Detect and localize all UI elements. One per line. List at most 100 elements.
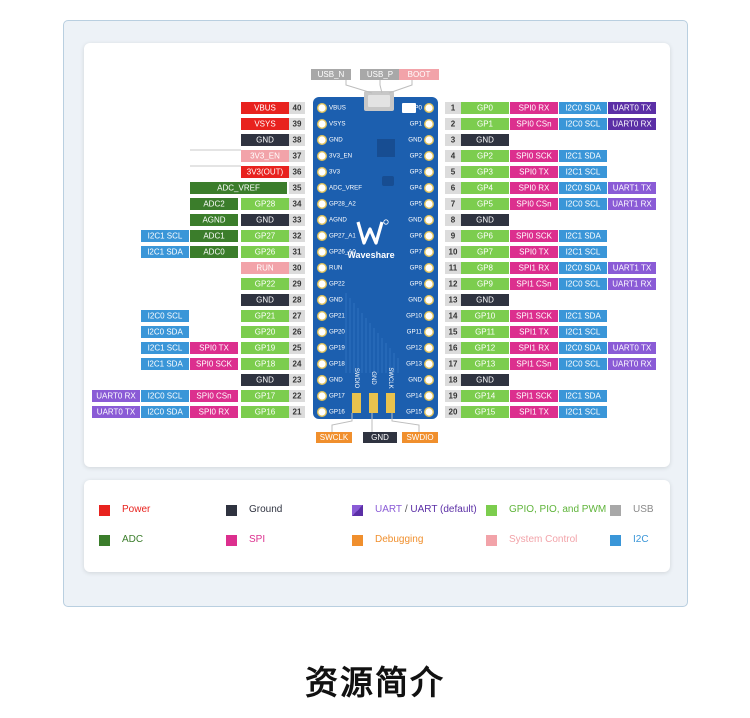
label-text-gp9-pin-12: GP9 [477, 280, 494, 289]
top-label-usb-p [360, 69, 400, 80]
label-i2c0-sda-pin-11 [559, 262, 607, 274]
legend-debugging-swatch [352, 534, 363, 546]
silk-gp18-24: GP18 [329, 361, 345, 368]
label-gp19-pin-25 [241, 342, 289, 354]
right-pin-pad-9 [424, 230, 435, 241]
label-run-pin-30 [241, 262, 289, 274]
label-text-i2c1-sda-pin-9: I2C1 SDA [565, 232, 601, 241]
pin-number-28: 28 [293, 296, 302, 305]
label-text-spi0-tx-pin-10: SPI0 TX [519, 248, 549, 257]
legend-ground: Ground [226, 504, 282, 517]
pin-number-2: 2 [451, 120, 456, 129]
label-spi0-csn-pin-2 [510, 118, 558, 130]
pin-number-22: 22 [293, 392, 302, 401]
left-pin-pad-23 [316, 375, 327, 386]
pin-number-box-31 [289, 246, 305, 258]
left-pin-pad-37 [316, 150, 327, 161]
label-i2c1-scl-pin-20 [559, 406, 607, 418]
debug-trace-3 [391, 413, 420, 432]
legend-card: Power Ground UART / UART (default) GPIO,… [84, 480, 670, 572]
pin-number-24: 24 [293, 360, 302, 369]
label-text-i2c0-scl-pin-7: I2C0 SCL [566, 200, 601, 209]
silk-gnd-13: GND [408, 297, 422, 304]
silk-gp28-a2-34: GP28_A2 [329, 201, 356, 208]
label-text-i2c1-scl-pin-5: I2C1 SCL [566, 168, 601, 177]
label-text-i2c1-scl-pin-20: I2C1 SCL [566, 408, 601, 417]
label-text-spi0-rx-pin-6: SPI0 RX [519, 184, 550, 193]
label-adc-vref-pin-35 [190, 182, 287, 194]
label-text-i2c0-sda-pin-16: I2C0 SDA [565, 344, 601, 353]
label-text-uart0-tx-pin-21: UART0 TX [97, 408, 136, 417]
silk-gp15-20: GP15 [406, 409, 422, 416]
label-text-i2c1-scl-pin-15: I2C1 SCL [566, 328, 601, 337]
pin-number-1: 1 [451, 104, 456, 113]
right-pin-pad-1 [424, 103, 435, 114]
legend-usb-label: USB [633, 504, 654, 515]
label-text-gp11-pin-15: GP11 [475, 328, 495, 337]
label-gp15-pin-20 [461, 406, 509, 418]
pin-number-box-12 [445, 278, 461, 290]
right-pin-pad-5 [424, 166, 435, 177]
label-gnd-pin-23 [241, 374, 289, 386]
label-uart0-tx-pin-21 [92, 406, 140, 418]
label-i2c1-scl-pin-25 [141, 342, 189, 354]
top-label-usb-n [311, 69, 351, 80]
silk-adc-vref-35: ADC_VREF [329, 185, 362, 192]
right-pin-pad-13 [424, 294, 435, 305]
legend-gpio-label: GPIO, PIO, and PWM [509, 504, 607, 515]
pin-number-box-15 [445, 326, 461, 338]
label-text-spi1-tx-pin-15: SPI1 TX [519, 328, 549, 337]
pin-number-19: 19 [449, 392, 458, 401]
pin-number-box-9 [445, 230, 461, 242]
label-text-uart0-rx-pin-22: UART0 RX [96, 392, 136, 401]
label-uart0-rx-pin-22 [92, 390, 140, 402]
silk-gp4-6: GP4 [410, 185, 423, 192]
label-uart0-rx-pin-2 [608, 118, 656, 130]
bottom-label-text-gnd: GND [371, 433, 389, 442]
right-pin-pad-11 [424, 262, 435, 273]
label-i2c1-scl-pin-5 [559, 166, 607, 178]
label-i2c0-sda-pin-16 [559, 342, 607, 354]
label-text-i2c0-scl-pin-2: I2C0 SCL [566, 120, 601, 129]
legend-spi-label: SPI [249, 534, 266, 545]
label-gnd-pin-3 [461, 134, 509, 146]
label-i2c0-scl-pin-22 [141, 390, 189, 402]
label-uart0-tx-pin-16 [608, 342, 656, 354]
label-text-gp12-pin-16: GP12 [475, 344, 496, 353]
label-i2c0-sda-pin-26 [141, 326, 189, 338]
left-pin-pad-25 [316, 343, 327, 354]
label-text-spi0-sck-pin-9: SPI0 SCK [516, 232, 553, 241]
crystal-chip [377, 139, 395, 157]
label-gnd-pin-38 [241, 134, 289, 146]
pin-number-box-38 [289, 134, 305, 146]
legend-system-control-label: System Control [509, 534, 578, 545]
label-text-gp27-pin-32: GP27 [255, 232, 276, 241]
right-pin-pad-20 [424, 407, 435, 418]
label-text-spi0-rx-pin-21: SPI0 RX [199, 408, 230, 417]
pin-number-box-16 [445, 342, 461, 354]
pin-number-12: 12 [449, 280, 458, 289]
label-spi0-rx-pin-1 [510, 102, 558, 114]
label-uart0-tx-pin-1 [608, 102, 656, 114]
label-i2c1-sda-pin-9 [559, 230, 607, 242]
pin-number-box-40 [289, 102, 305, 114]
label-text-3v3-out-pin-36: 3V3(OUT) [247, 168, 284, 177]
boot-button [402, 103, 416, 113]
label-gp10-pin-14 [461, 310, 509, 322]
silk-gnd-38: GND [329, 137, 343, 144]
label-gp27-pin-32 [241, 230, 289, 242]
pin-number-29: 29 [293, 280, 302, 289]
label-gp0-pin-1 [461, 102, 509, 114]
label-text-gp2-pin-4: GP2 [477, 152, 494, 161]
pin-number-box-24 [289, 358, 305, 370]
legend-adc-swatch [99, 534, 110, 546]
label-i2c0-sda-pin-21 [141, 406, 189, 418]
registered-mark-icon [383, 219, 389, 225]
label-text-gp20-pin-26: GP20 [255, 328, 276, 337]
label-text-gnd-pin-23: GND [256, 376, 274, 385]
right-pin-pad-17 [424, 359, 435, 370]
top-label-text-boot: BOOT [408, 70, 431, 79]
silk-gp2-4: GP2 [410, 153, 423, 160]
legend-system-control: System Control [486, 534, 577, 547]
